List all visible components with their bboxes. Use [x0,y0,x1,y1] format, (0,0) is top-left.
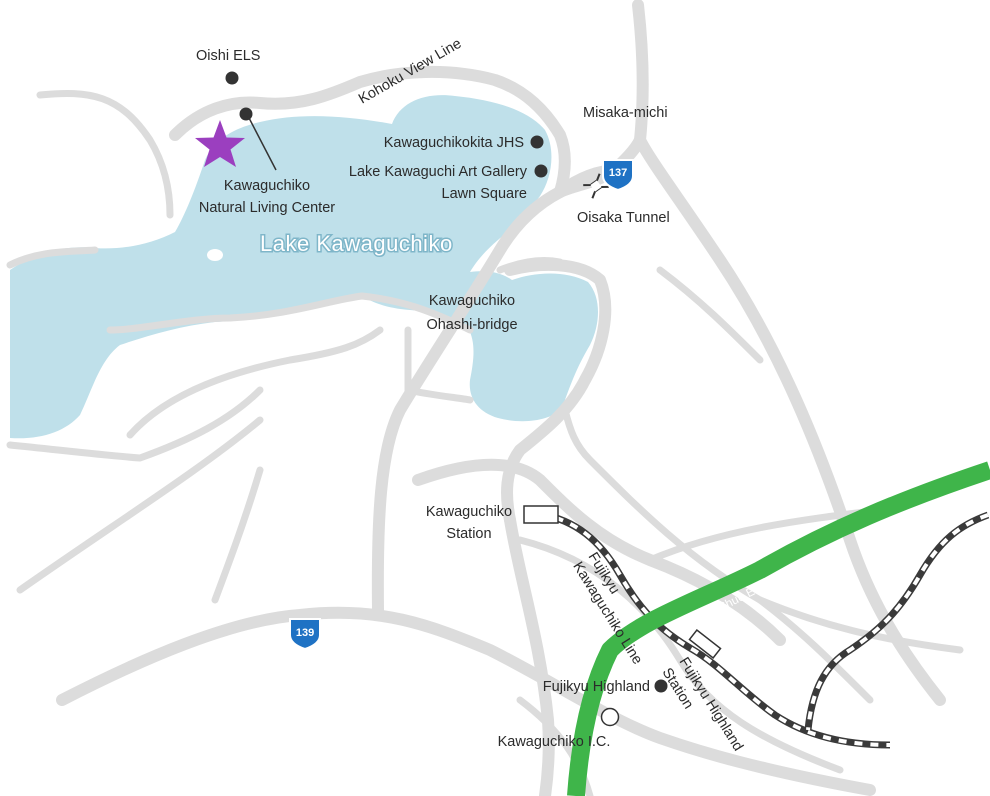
route-139-shield-icon: 139 [289,618,321,651]
rail-fujikyu-kawaguchiko-line [539,512,891,747]
label-oisaka-tunnel: Oisaka Tunnel [577,210,670,226]
poi-marker-kawaguchikokita-jhs[interactable] [530,135,544,149]
road-misaka-branch [656,266,764,364]
star-marker-icon[interactable] [195,120,245,167]
route-137-shield-icon: 137 [602,159,634,192]
label-lake-kawaguchiko: Lake Kawaguchiko [260,231,453,256]
lake-kawaguchiko [10,95,598,439]
road-east-branch [646,506,884,564]
interchange-marker-kawaguchiko-ic[interactable] [600,707,620,727]
main-roads [56,0,946,796]
road-misaka-michi [632,0,946,706]
road-southwest-branch [16,416,264,594]
road-kohoku-view-line [169,66,571,198]
road-station-south [504,514,555,796]
road-route-139 [56,606,876,796]
road-hill-loop [126,326,384,439]
poi-marker-oishi-els[interactable] [225,71,239,85]
road-northwest-link [36,89,174,219]
rail-east-branch [806,513,989,731]
poi-marker-natural-living-center[interactable] [239,107,253,121]
lake-island [207,249,223,261]
svg-text:139: 139 [296,627,314,639]
railways [539,510,990,749]
tunnel-icon [583,173,609,199]
label-oishi-els: Oishi ELS [196,48,260,64]
poi-marker-fujikyu-highland[interactable] [654,679,668,693]
label-kawaguchiko-ic: Kawaguchiko I.C. [498,734,611,750]
road-east-bypass [501,258,612,526]
label-misaka-michi: Misaka-michi [583,105,668,121]
station-marker-fujikyu-highland[interactable] [688,628,722,660]
road-west-shore [6,246,99,269]
label-kawaguchikokita-jhs: Kawaguchikokita JHS [384,135,524,151]
poi-marker-art-gallery[interactable] [534,164,548,178]
road-southeast [756,596,874,704]
road-south-town [516,536,844,774]
road-south-shore [6,386,264,462]
road-inner-south [106,292,474,334]
svg-text:137: 137 [609,167,627,179]
leader-line-natural-living-center [247,115,277,171]
road-chuo-expressway [567,461,990,796]
road-ohashi-bridge [371,186,566,616]
road-west-spur [211,466,264,604]
label-fujikyu-highland: Fujikyu Highland [543,679,650,695]
road-south-fringe [516,696,594,796]
station-marker-kawaguchiko[interactable] [523,505,559,524]
